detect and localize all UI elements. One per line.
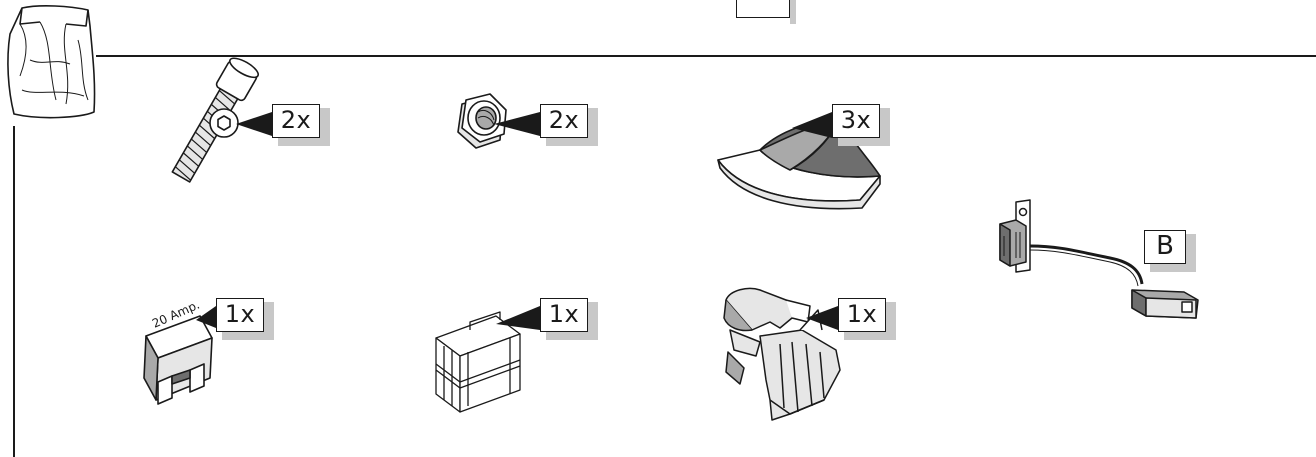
fuse-pointer [196,306,216,328]
adhesive-pad-pointer [792,112,832,138]
cable-clip-qty-label: 1x [838,298,886,332]
fuse-qty-label: 1x [216,298,264,332]
nut-pointer [494,112,540,136]
adhesive-pad-qty-label: 3x [832,104,880,138]
top-partial-box [736,0,790,18]
screw-illustration [171,57,259,183]
screw-pointer [236,112,272,136]
fuse-illustration [143,315,213,405]
sensor-illustration [999,199,1199,319]
nut-illustration [457,93,507,149]
top-partial-box-shadow [790,0,796,24]
screw-qty-label: 2x [272,104,320,138]
nut-qty-label: 2x [540,104,588,138]
cable-clip-illustration [723,287,841,421]
fuse-holder-illustration [435,311,521,413]
sensor-callout-label: B [1144,230,1186,264]
bag-icon [7,5,96,119]
fuse-holder-pointer [496,306,540,330]
fuse-holder-qty-label: 1x [540,298,588,332]
cable-clip-pointer [806,306,838,330]
